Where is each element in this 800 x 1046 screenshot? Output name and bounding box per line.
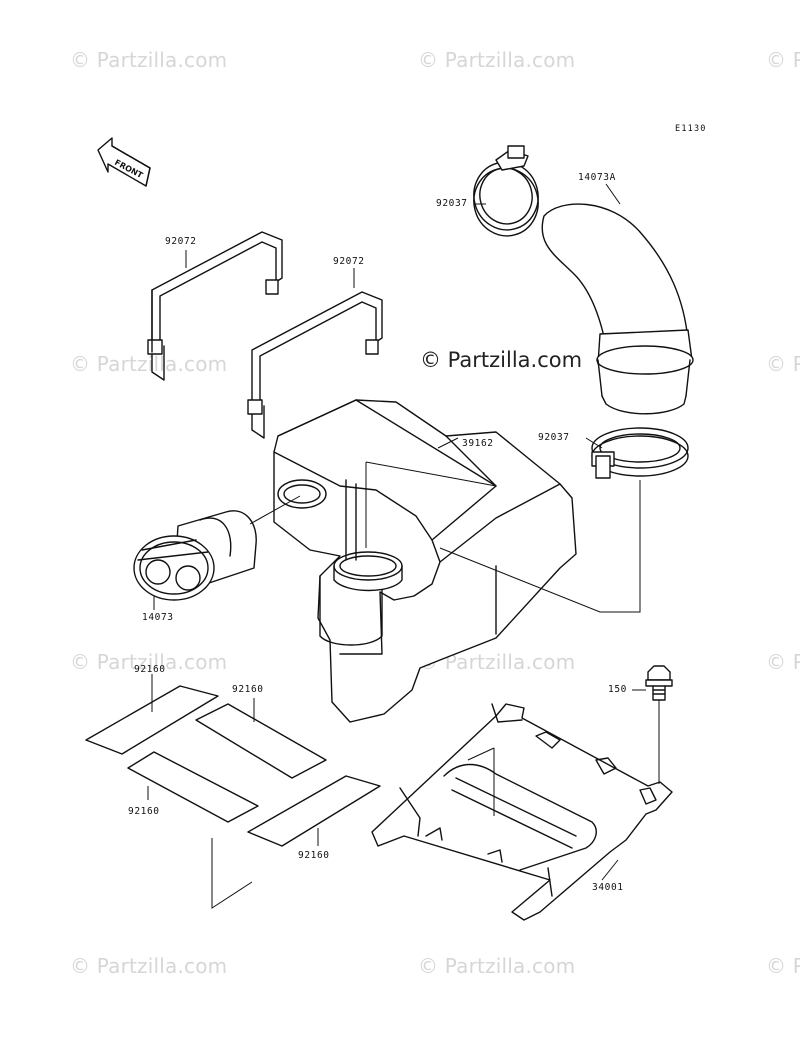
part-label-pad-1: 92160 — [134, 664, 166, 675]
hose-clamp-upper — [473, 145, 539, 237]
bolt — [645, 665, 673, 701]
strap-right — [247, 291, 383, 439]
watermark: © Partzilla.com — [766, 954, 800, 978]
front-arrow-icon: FRONT — [97, 137, 151, 187]
part-label-strap-right: 92072 — [333, 256, 365, 267]
pad-top-left — [85, 685, 219, 755]
watermark-main: © Partzilla.com — [420, 348, 583, 372]
watermark: © Partzilla.com — [766, 352, 800, 376]
watermark: © Partzilla.com — [70, 650, 228, 674]
watermark: © Partzilla.com — [70, 954, 228, 978]
part-label-bolt: 150 — [608, 684, 627, 695]
watermark: © Partzilla.com — [418, 954, 576, 978]
part-label-pad-4: 92160 — [298, 850, 330, 861]
strap-left — [147, 231, 283, 381]
part-label-strap-left: 92072 — [165, 236, 197, 247]
part-label-intake-duct: 14073 — [142, 612, 174, 623]
part-label-clamp-lower: 92037 — [538, 432, 570, 443]
pad-bottom-right — [247, 775, 381, 847]
part-label-air-box: 39162 — [462, 438, 494, 449]
watermark: © Partzilla.com — [766, 650, 800, 674]
diagram-code: E1130 — [675, 124, 707, 134]
part-label-pad-2: 92160 — [232, 684, 264, 695]
intake-duct — [133, 510, 257, 601]
part-label-elbow-hose: 14073A — [578, 172, 616, 183]
elbow-hose — [541, 203, 694, 415]
watermark: © Partzilla.com — [766, 48, 800, 72]
leader-lines — [147, 183, 660, 909]
part-label-clamp-upper: 92037 — [436, 198, 468, 209]
hose-clamp-lower — [591, 427, 689, 479]
part-label-pad-3: 92160 — [128, 806, 160, 817]
watermark: © Partzilla.com — [70, 48, 228, 72]
air-box — [273, 399, 577, 723]
watermark: © Partzilla.com — [70, 352, 228, 376]
part-label-bracket: 34001 — [592, 882, 624, 893]
pad-top-right — [195, 703, 327, 779]
pad-bottom-left — [127, 751, 259, 823]
watermark: © Partzilla.com — [418, 48, 576, 72]
mounting-bracket — [371, 703, 673, 921]
